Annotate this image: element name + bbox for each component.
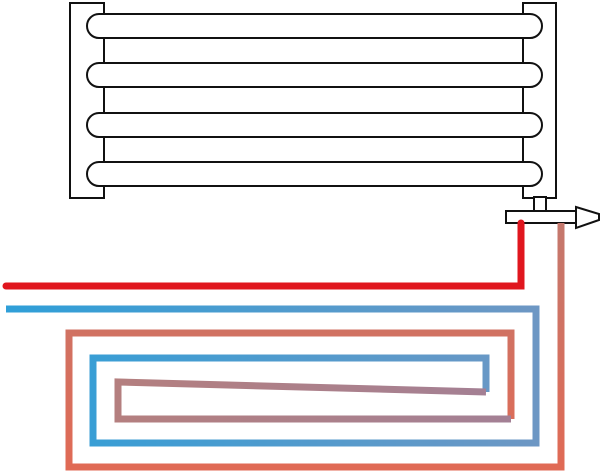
radiator-tube <box>86 13 543 39</box>
valve-body <box>505 210 577 224</box>
underfloor-heating-coil-icon <box>6 223 565 471</box>
radiator-icon <box>69 2 557 199</box>
pipe-loop-outer <box>65 223 565 471</box>
supply-pipe <box>2 219 525 290</box>
radiator-tube <box>86 112 543 138</box>
valve-cap <box>575 205 600 230</box>
return-pipe <box>6 305 540 447</box>
radiator-tube <box>86 62 543 88</box>
radiator-tube <box>86 161 543 187</box>
valve-icon <box>505 196 600 230</box>
pipe-loop-core <box>114 378 511 423</box>
